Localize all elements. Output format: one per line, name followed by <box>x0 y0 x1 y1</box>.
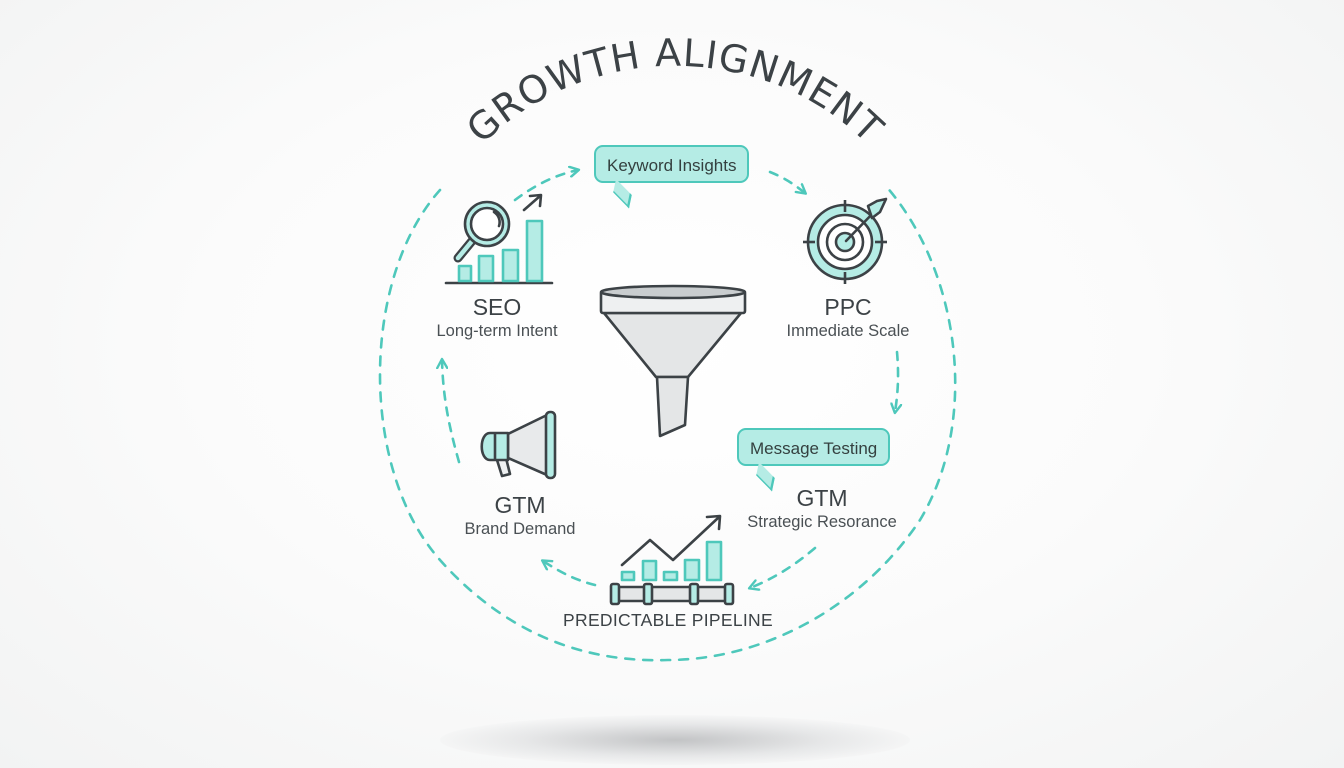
arrow-keyword-to-ppc <box>768 170 805 193</box>
node-seo: SEO Long-term Intent <box>436 294 557 342</box>
outer-cycle-ring <box>378 183 957 662</box>
arrow-strategic-to-pipeline <box>750 546 817 588</box>
arrow-ppc-to-message <box>895 350 898 412</box>
funnel-icon <box>599 284 747 438</box>
node-gtm-brand: GTM Brand Demand <box>465 492 576 540</box>
node-gtm-brand-subtitle: Brand Demand <box>464 520 576 538</box>
flow-arrows <box>442 170 898 588</box>
node-ppc-title: PPC <box>824 294 872 320</box>
megaphone-icon <box>480 410 557 480</box>
node-pipeline-title: PREDICTABLE PIPELINE <box>563 610 773 630</box>
keyword-insights-bubble: Keyword Insights <box>594 145 750 183</box>
node-ppc: PPC Immediate Scale <box>787 294 910 342</box>
ground-shadow <box>440 715 910 765</box>
diagram-title: GROWTH ALIGNMENT <box>458 31 892 152</box>
target-icon <box>803 197 888 284</box>
search-growth-icon <box>444 193 554 285</box>
node-gtm-strategic-subtitle: Strategic Resorance <box>747 513 897 531</box>
pipeline-chart-icon <box>609 514 735 606</box>
node-seo-title: SEO <box>472 294 522 320</box>
node-gtm-strategic-title: GTM <box>796 485 848 511</box>
keyword-insights-label: Keyword Insights <box>607 156 737 175</box>
arrow-seo-to-keyword <box>513 170 578 202</box>
node-gtm-brand-title: GTM <box>494 492 546 518</box>
node-seo-subtitle: Long-term Intent <box>436 322 558 340</box>
arrow-brand-to-seo <box>442 360 461 464</box>
message-testing-label: Message Testing <box>750 439 878 458</box>
arrow-pipeline-to-brand <box>543 561 597 587</box>
node-gtm-strategic: GTM Strategic Resorance <box>747 485 897 533</box>
message-testing-bubble: Message Testing <box>737 428 891 466</box>
node-ppc-subtitle: Immediate Scale <box>786 322 910 340</box>
